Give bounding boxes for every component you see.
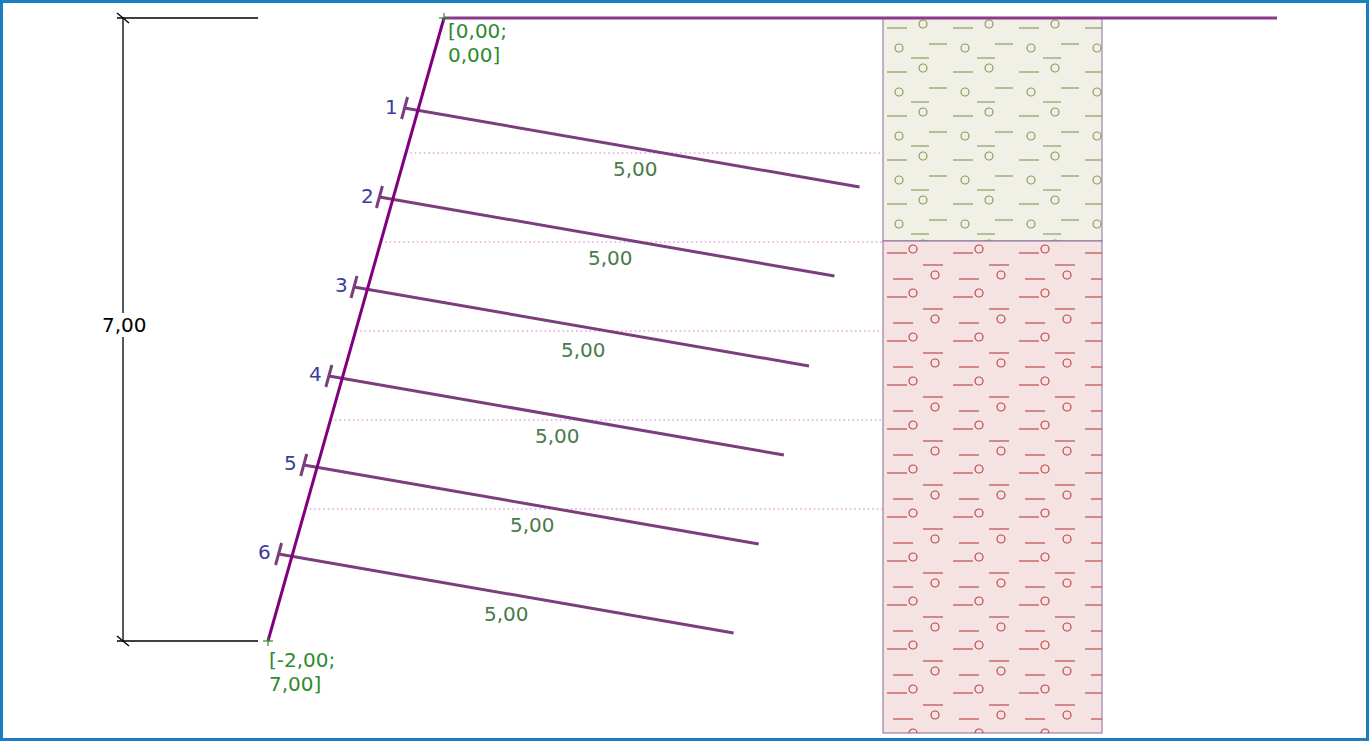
nail: [329, 376, 784, 455]
nail-number: 2: [361, 184, 374, 208]
nail-length: 5,00: [510, 513, 555, 537]
soil-hatch-top: [883, 18, 1102, 241]
level-line: [356, 331, 883, 332]
nail-number: 3: [335, 273, 348, 297]
coordinate-label: [0,00; 0,00]: [448, 19, 538, 67]
nail-length: 5,00: [561, 338, 606, 362]
nail-head: [376, 186, 382, 208]
soil-layer-bottom: [883, 241, 1102, 733]
nail-number: 6: [258, 540, 271, 564]
wall-face: [268, 18, 444, 641]
nail: [379, 197, 834, 276]
nail-length: 5,00: [484, 602, 529, 626]
soil-layer-top: [883, 18, 1102, 241]
soil-hatch-bottom: [883, 241, 1102, 733]
nail-number: 4: [309, 362, 322, 386]
nail: [279, 554, 734, 633]
soil-nails: [276, 97, 860, 633]
nail: [304, 465, 759, 544]
point-marks: [263, 13, 449, 646]
nail-head: [402, 97, 408, 119]
nail-head: [351, 276, 357, 298]
level-line: [330, 420, 883, 421]
nail-head: [326, 365, 332, 387]
coordinate-label: [-2,00; 7,00]: [269, 648, 359, 696]
nail-head: [276, 543, 282, 565]
nail-length: 5,00: [535, 424, 580, 448]
level-line: [406, 153, 883, 154]
nail: [405, 108, 860, 187]
nail: [354, 287, 809, 366]
nail-number: 1: [385, 95, 398, 119]
nail-length: 5,00: [588, 246, 633, 270]
level-line: [305, 509, 883, 510]
nail-head: [301, 454, 307, 476]
dimension-value: 7,00: [101, 313, 148, 337]
nail-length: 5,00: [613, 157, 658, 181]
terrain-line: [444, 17, 1277, 20]
nail-number: 5: [284, 451, 297, 475]
